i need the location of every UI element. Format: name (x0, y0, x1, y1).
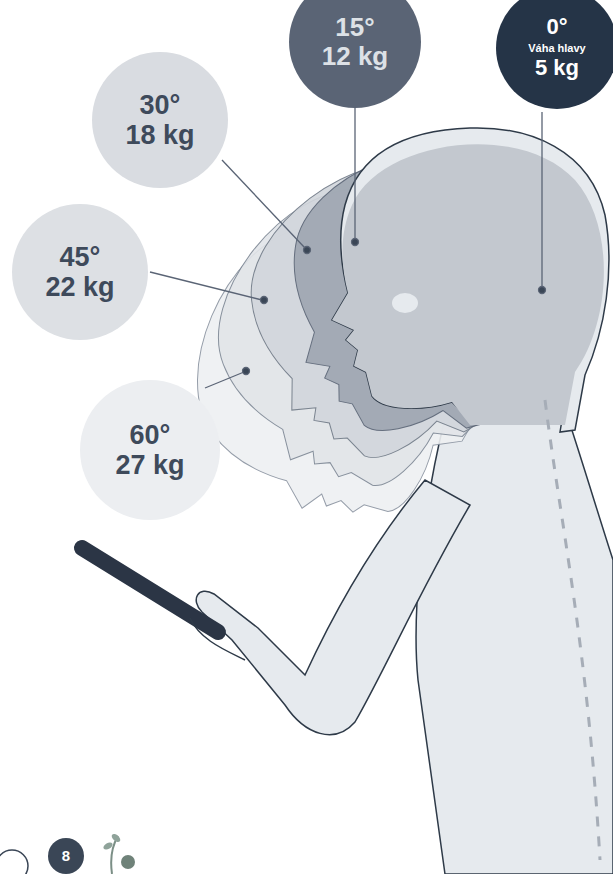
angle-weight-circle: 45°22 kg (12, 204, 148, 340)
weight-label: 27 kg (115, 450, 184, 480)
angle-weight-circle: 30°18 kg (92, 52, 228, 188)
angle-label: 30° (140, 90, 181, 120)
weight-label: 22 kg (45, 272, 114, 302)
angle-weight-circle: 15°12 kg (289, 0, 421, 108)
angle-label: 8 (62, 848, 70, 865)
phone (82, 548, 218, 632)
weight-label: 18 kg (125, 120, 194, 150)
page-number-badge: 8 (48, 838, 84, 874)
weight-label: 5 kg (535, 56, 579, 81)
weight-label: 12 kg (322, 42, 389, 71)
angle-label: 15° (335, 13, 374, 42)
angle-weight-circle: 60°27 kg (80, 380, 220, 520)
body-silhouette (416, 418, 613, 874)
angle-label: 60° (130, 420, 171, 450)
hair-outline (332, 128, 609, 432)
angle-label: 0° (546, 15, 567, 40)
angle-label: 45° (60, 242, 101, 272)
weight-label: Váha hlavy (528, 42, 585, 54)
arm (196, 480, 470, 735)
angle-weight-circle: 0° Váha hlavy 5 kg (496, 0, 613, 109)
